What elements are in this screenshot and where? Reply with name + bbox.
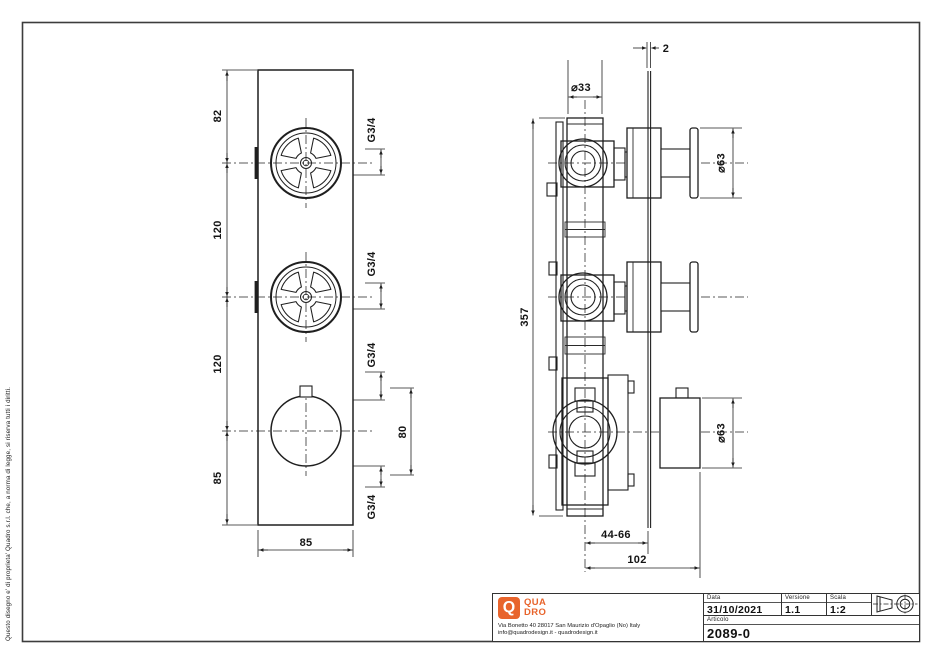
- brand-line-1: QUA: [524, 597, 547, 608]
- dim-357: 357: [519, 307, 531, 326]
- field-versione-value: 1.1: [785, 604, 801, 615]
- front-plate: [257, 69, 354, 526]
- projection-symbol-cell: [872, 594, 919, 615]
- dim-d63-top: ⌀63: [716, 153, 728, 173]
- dim-120-b: 120: [212, 354, 224, 373]
- wall-plate: [647, 71, 652, 528]
- dim-82: 82: [212, 110, 224, 123]
- brand-name: QUA DRO: [524, 598, 546, 617]
- port-label-2: G3/4: [366, 251, 378, 277]
- copyright-note: Questo disegno e' di proprieta' Quadro s…: [5, 386, 12, 641]
- port-dimension-1: G3/4: [353, 117, 385, 176]
- field-scala-label: Scala: [827, 594, 871, 603]
- body-diameter-dimension: ⌀33: [567, 60, 603, 114]
- handles-side: [659, 127, 701, 469]
- rough-in-body: [546, 117, 635, 517]
- dim-120-a: 120: [212, 220, 224, 239]
- title-block-company: Q QUA DRO Via Bonetto 40 28017 San Mauri…: [493, 594, 704, 641]
- port-label-1: G3/4: [366, 117, 378, 143]
- field-scala-value: 1:2: [830, 604, 847, 615]
- wheel-handle-middle: [270, 261, 342, 333]
- depth-range-dimension: 44-66: [585, 529, 649, 554]
- field-articolo-value: 2089-0: [707, 625, 751, 641]
- handle-diameter-dimension-bottom: ⌀63: [702, 397, 742, 469]
- front-width-dimension: 85: [257, 530, 354, 557]
- inlet-mark-top: [254, 147, 258, 179]
- dim-d63-bottom: ⌀63: [716, 423, 728, 443]
- field-articolo-label: Articolo: [704, 616, 919, 625]
- front-view: 82 120 120 85 85 G3/4: [212, 69, 414, 557]
- first-angle-projection-icon: [873, 594, 918, 614]
- title-block-fields: Data 31/10/2021 Versione 1.1 Scala 1:2: [704, 594, 919, 641]
- field-data: Data 31/10/2021: [704, 594, 782, 615]
- address-line-1: Via Bonetto 40 28017 San Maurizio d'Opag…: [498, 623, 641, 629]
- inlet-mark-mid: [254, 281, 258, 313]
- dim-80: 80: [397, 426, 409, 439]
- field-data-value: 31/10/2021: [707, 604, 763, 615]
- field-scala: Scala 1:2: [827, 594, 872, 615]
- dim-2: 2: [663, 43, 669, 55]
- company-address: Via Bonetto 40 28017 San Maurizio d'Opag…: [498, 623, 640, 637]
- side-view: 2 ⌀33 357 ⌀63: [519, 42, 748, 578]
- port-dimension-3: G3/4: [353, 342, 385, 401]
- field-versione-label: Versione: [782, 594, 826, 603]
- dim-44-66: 44-66: [601, 529, 631, 541]
- port-label-3: G3/4: [366, 342, 378, 368]
- handle-diameter-dimension-top: ⌀63: [700, 127, 742, 199]
- wheel-handle-top: [270, 127, 342, 199]
- field-articolo: Articolo 2089-0: [704, 616, 919, 642]
- port-dimension-4: G3/4: [353, 465, 385, 520]
- total-depth-dimension: 102: [585, 472, 701, 578]
- port-dimension-2: G3/4: [353, 251, 385, 310]
- handle-assemblies: [626, 127, 691, 333]
- port-spacing-dimension: 80: [390, 387, 414, 476]
- total-height-dimension: 357: [519, 117, 565, 517]
- dim-102: 102: [627, 554, 646, 566]
- front-height-dimensions: 82 120 120 85: [212, 69, 257, 526]
- brand-line-2: DRO: [524, 606, 547, 618]
- plate-thickness-dimension: 2: [633, 42, 669, 68]
- field-versione: Versione 1.1: [782, 594, 827, 615]
- quadro-logo-icon: Q: [498, 597, 520, 619]
- title-block: Q QUA DRO Via Bonetto 40 28017 San Mauri…: [492, 593, 920, 642]
- dim-d33: ⌀33: [571, 82, 591, 94]
- dim-85-v: 85: [212, 472, 224, 485]
- sheet-frame: [21, 21, 921, 643]
- field-data-label: Data: [704, 594, 781, 603]
- port-label-4: G3/4: [366, 494, 378, 520]
- address-line-2: info@quadrodesign.it - quadrodesign.it: [498, 629, 598, 636]
- thermostat-knob-front: [270, 385, 342, 467]
- dim-85-w: 85: [300, 537, 313, 549]
